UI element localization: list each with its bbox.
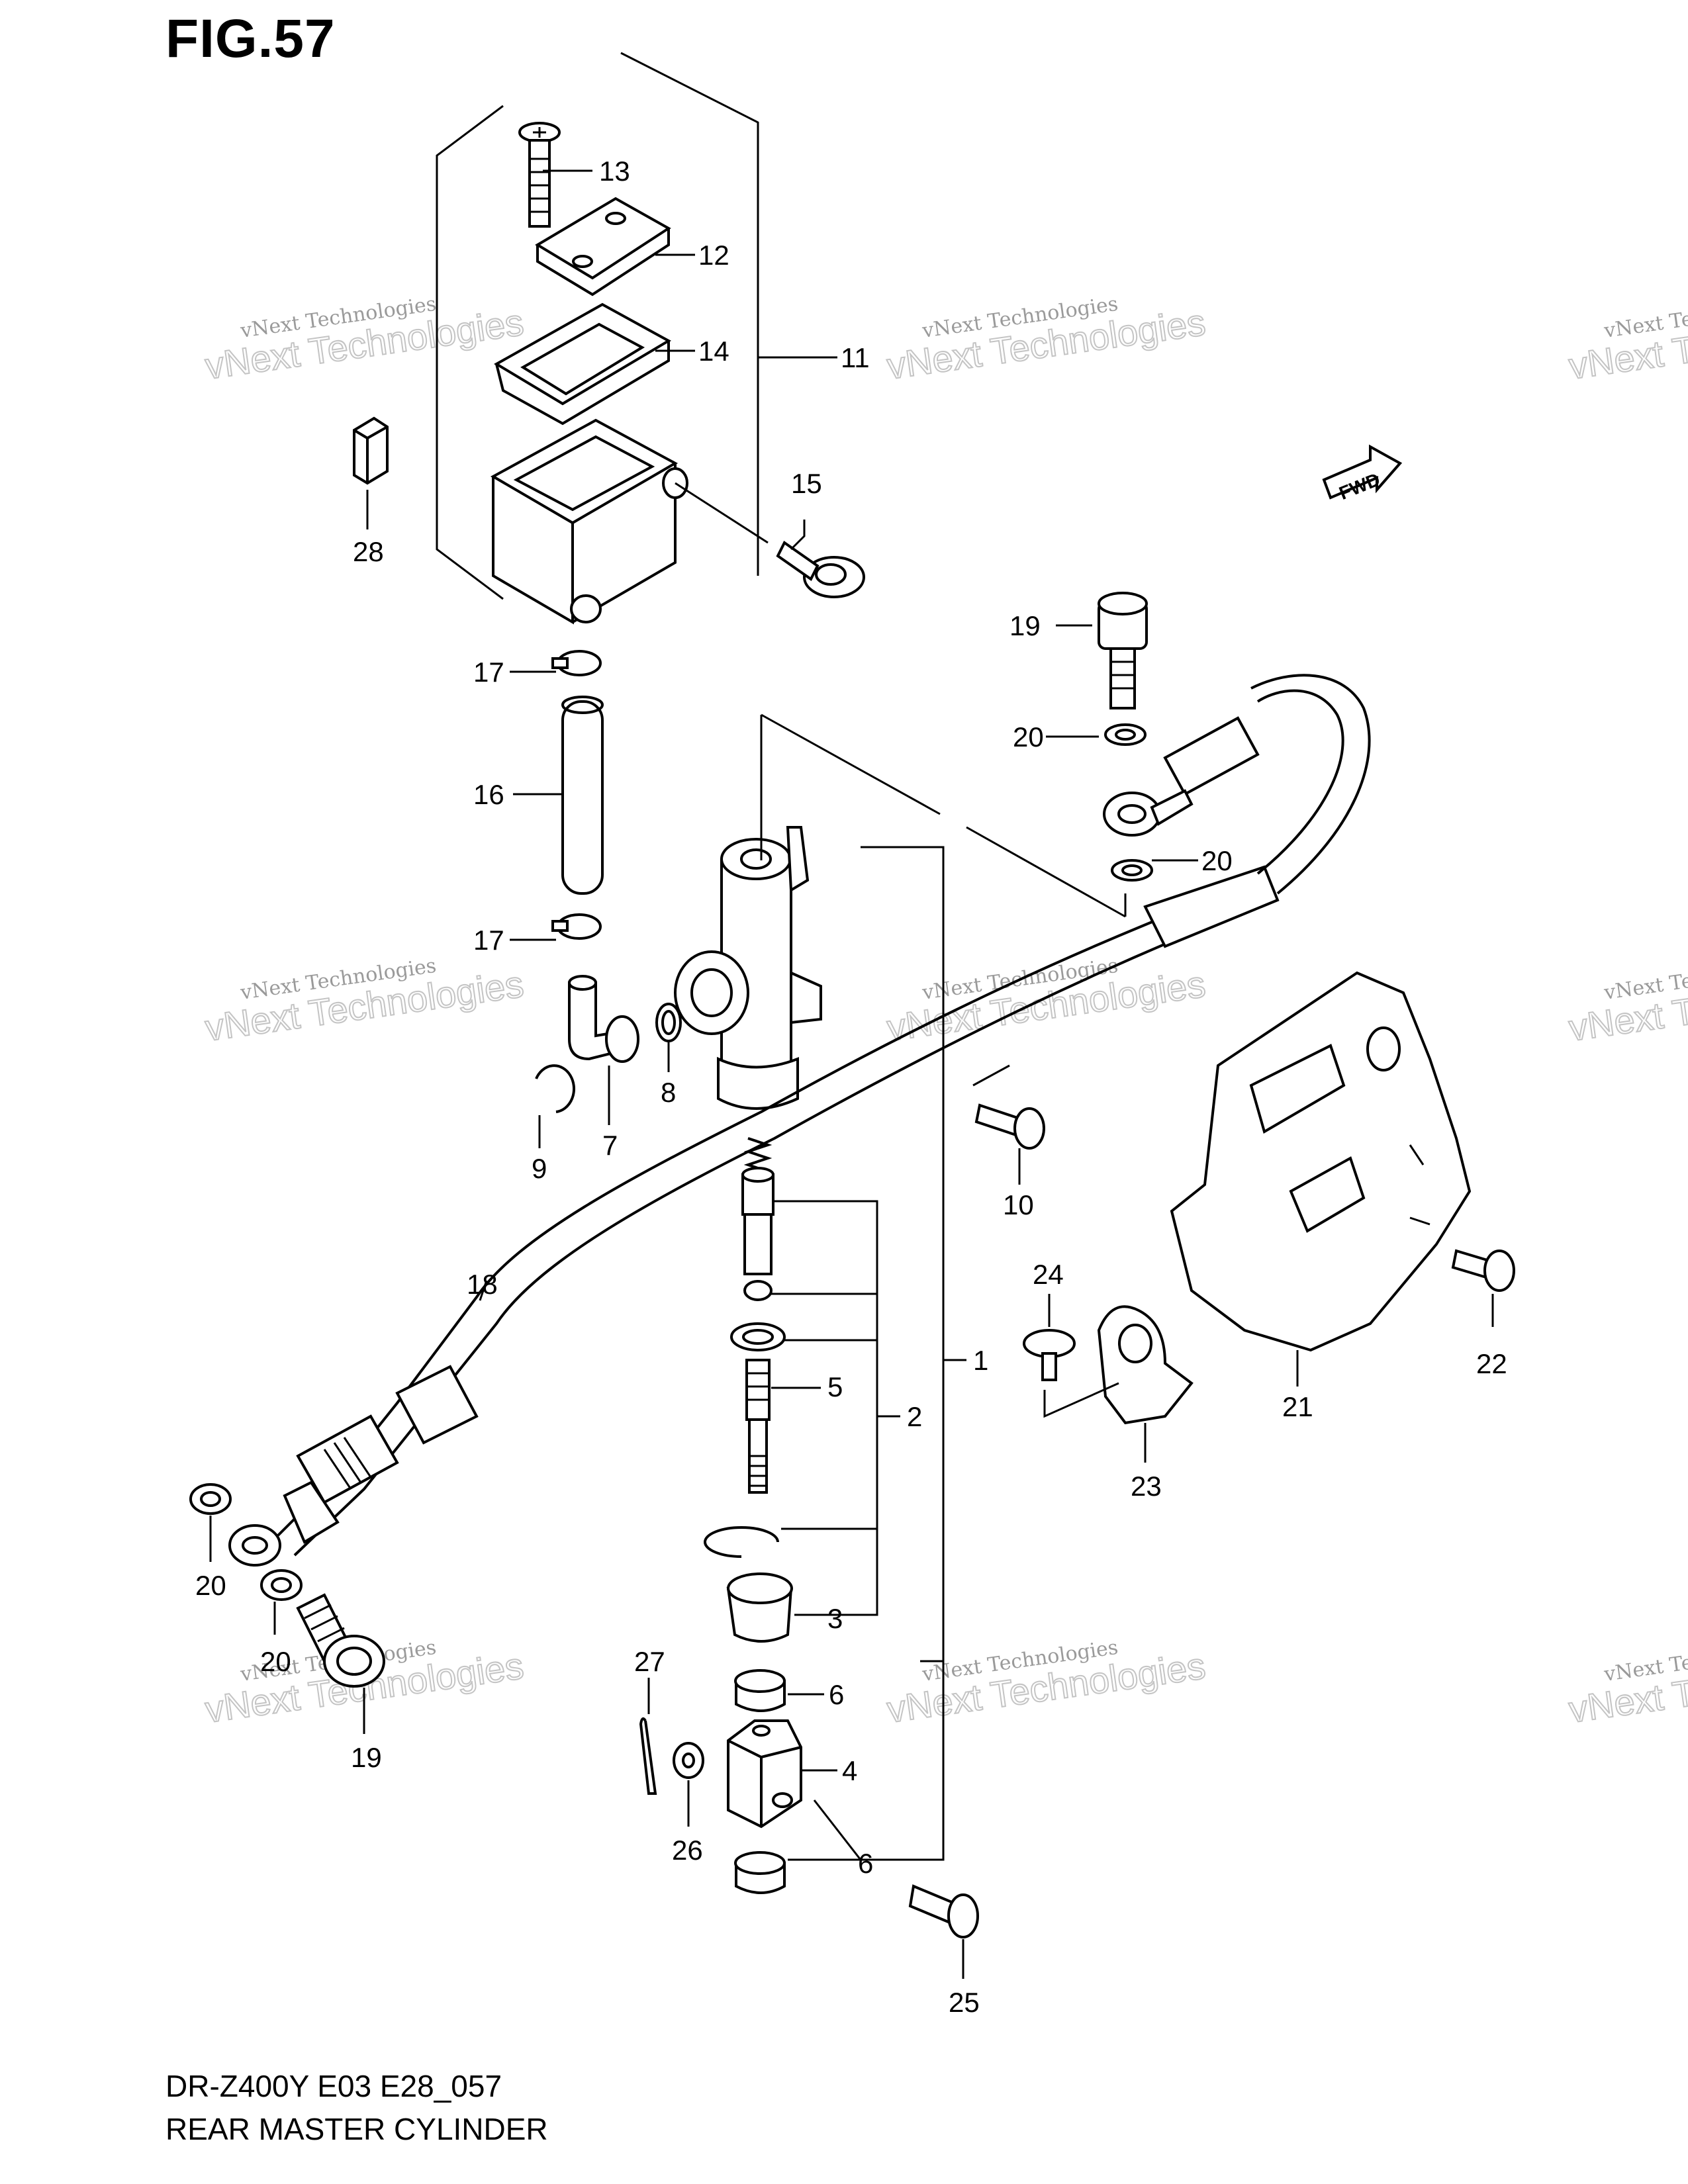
forward-direction-indicator: FWD bbox=[1322, 444, 1403, 504]
sealing-washer-part bbox=[1111, 859, 1153, 882]
callout-label: 24 bbox=[1033, 1259, 1064, 1290]
callout-label: 8 bbox=[661, 1077, 676, 1108]
callout-label: 7 bbox=[602, 1130, 618, 1161]
mounting-bolt-part bbox=[974, 1103, 1045, 1150]
sealing-washer-part bbox=[260, 1569, 303, 1601]
callout-label: 9 bbox=[532, 1153, 547, 1184]
callout-label: 20 bbox=[1013, 721, 1044, 752]
figure-title: FIG.57 bbox=[165, 9, 336, 69]
callout-label: 22 bbox=[1476, 1348, 1507, 1379]
callout-label: 13 bbox=[599, 156, 630, 187]
cotter-pin-part bbox=[639, 1717, 657, 1795]
callout-label: 26 bbox=[672, 1835, 703, 1866]
brake-hose-part bbox=[277, 915, 1176, 1557]
sealing-washer-part bbox=[1104, 723, 1147, 746]
brake-hose-loop-part bbox=[1250, 674, 1371, 895]
callout-label: 12 bbox=[698, 240, 729, 271]
banjo-fitting-part bbox=[1163, 716, 1260, 796]
reservoir-hose-part bbox=[561, 700, 604, 895]
clip-part bbox=[353, 416, 389, 485]
callout-label: 17 bbox=[473, 925, 504, 956]
master-cylinder-body-part bbox=[674, 826, 822, 1110]
union-bolt-part bbox=[296, 1593, 385, 1688]
callout-label: 15 bbox=[791, 468, 822, 499]
bolt-part bbox=[776, 541, 865, 598]
callout-label: 28 bbox=[353, 536, 384, 567]
screw-part bbox=[1023, 1329, 1076, 1381]
screw-part bbox=[518, 122, 561, 228]
clevis-pin-part bbox=[908, 1884, 955, 1925]
callout-label: 21 bbox=[1282, 1391, 1313, 1422]
callout-label: 4 bbox=[842, 1755, 857, 1786]
hose-clamp-part bbox=[551, 913, 602, 940]
diagram-name: REAR MASTER CYLINDER bbox=[165, 2112, 548, 2146]
callout-label: 3 bbox=[827, 1603, 843, 1634]
hose-clamp-bracket-part bbox=[1097, 1305, 1194, 1425]
callout-label: 5 bbox=[827, 1371, 843, 1402]
hose-end-part bbox=[1143, 865, 1280, 948]
callout-label: 1 bbox=[973, 1345, 988, 1376]
leader-lines bbox=[209, 169, 1494, 1979]
snap-ring-part bbox=[704, 1526, 779, 1558]
reservoir-cap-part bbox=[535, 197, 671, 296]
callout-label: 14 bbox=[698, 336, 729, 367]
callout-labels: 13 12 14 11 15 28 19 20 20 17 16 17 8 7 … bbox=[195, 156, 1507, 2018]
push-rod-part bbox=[730, 1322, 786, 1494]
callout-label: 25 bbox=[949, 1987, 980, 2018]
guard-plate-part bbox=[1170, 971, 1472, 1352]
callout-label: 17 bbox=[473, 657, 504, 688]
callout-label: 2 bbox=[907, 1401, 922, 1432]
callout-label: 10 bbox=[1003, 1189, 1034, 1220]
o-ring-part bbox=[655, 1003, 682, 1042]
callout-label: 18 bbox=[467, 1269, 498, 1300]
diaphragm-part bbox=[494, 302, 672, 426]
callout-label: 6 bbox=[829, 1679, 844, 1710]
reservoir-body-part bbox=[490, 418, 679, 625]
callout-label: 27 bbox=[634, 1646, 665, 1677]
model-code: DR-Z400Y E03 E28_057 bbox=[165, 2069, 502, 2103]
seal-part bbox=[743, 1280, 773, 1301]
reservoir-assembly-bracket bbox=[436, 52, 837, 600]
reservoir-outlet-part bbox=[570, 594, 602, 623]
circlip-part bbox=[535, 1064, 575, 1113]
callout-label: 19 bbox=[351, 1742, 382, 1773]
hose-clamp-part bbox=[551, 650, 602, 676]
mounting-bolt-part bbox=[1451, 1249, 1515, 1292]
washer-part bbox=[673, 1742, 704, 1779]
sealing-washer-part bbox=[189, 1483, 232, 1515]
callout-label: 6 bbox=[858, 1848, 873, 1879]
clevis-part bbox=[727, 1719, 802, 1829]
callout-label: 16 bbox=[473, 779, 504, 810]
callout-label: 20 bbox=[1201, 845, 1233, 876]
banjo-fitting-part bbox=[228, 1524, 281, 1567]
callout-label: 20 bbox=[260, 1646, 291, 1677]
callout-label: 19 bbox=[1009, 610, 1041, 641]
callout-label: 20 bbox=[195, 1570, 226, 1601]
union-bolt-part bbox=[1098, 592, 1148, 709]
callout-label: 23 bbox=[1131, 1471, 1162, 1502]
callout-label: 11 bbox=[841, 342, 870, 373]
